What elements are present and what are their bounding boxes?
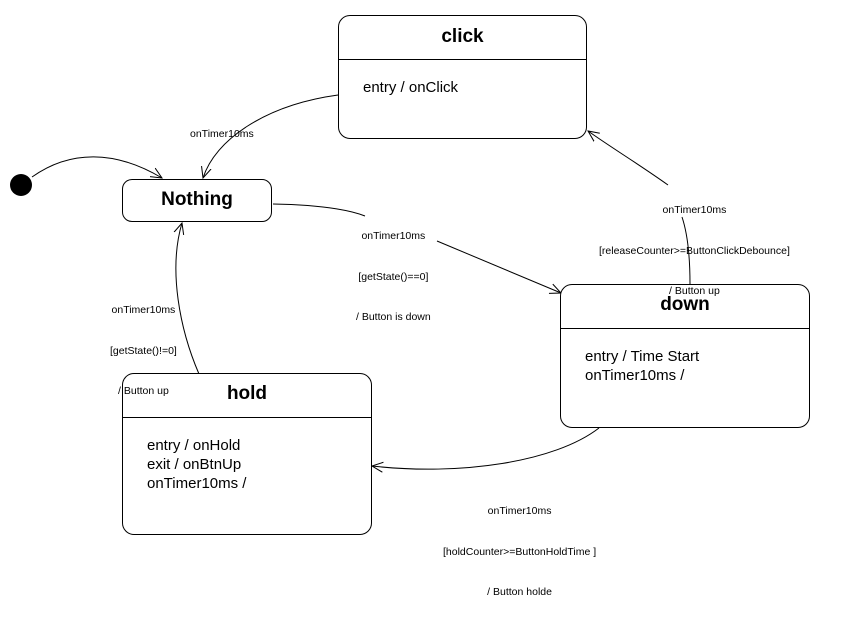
state-hold-action-1: entry / onHold [147, 437, 241, 454]
state-click-title: click [441, 26, 484, 47]
transition-nothing-to-down-a [272, 203, 366, 217]
label-down-to-click-action: / Button up [669, 285, 720, 297]
label-nothing-to-down-action: / Button is down [356, 311, 431, 323]
label-hold-to-nothing-guard: [getState()!=0] [110, 344, 177, 357]
state-click-body: entry / onClick [363, 78, 458, 97]
label-click-to-nothing-event: onTimer10ms [190, 128, 254, 140]
transition-down-to-hold [372, 427, 600, 469]
label-down-to-hold-action: / Button holde [487, 586, 552, 598]
transition-nothing-to-down-b [436, 240, 561, 293]
initial-node [10, 174, 32, 196]
state-down-action-2: onTimer10ms / [585, 367, 685, 384]
state-hold-divider [123, 417, 371, 418]
state-click-divider [339, 59, 586, 60]
state-hold: hold entry / onHold exit / onBtnUp onTim… [122, 373, 372, 535]
transition-click-to-nothing [203, 94, 339, 178]
state-down-body: entry / Time Start onTimer10ms / [585, 347, 699, 385]
transition-hold-to-nothing [176, 223, 200, 375]
label-down-to-hold: onTimer10ms [holdCounter>=ButtonHoldTime… [443, 478, 596, 627]
state-hold-body: entry / onHold exit / onBtnUp onTimer10m… [147, 436, 246, 493]
label-down-to-click: onTimer10ms [releaseCounter>=ButtonClick… [599, 177, 790, 326]
state-down-divider [561, 328, 809, 329]
label-down-to-hold-guard: [holdCounter>=ButtonHoldTime ] [443, 545, 597, 558]
label-nothing-to-down-guard: [getState()==0] [358, 270, 429, 283]
label-nothing-to-down-event: onTimer10ms [361, 230, 426, 242]
state-hold-action-2: exit / onBtnUp [147, 456, 242, 473]
label-nothing-to-down: onTimer10ms [getState()==0] / Button is … [356, 203, 431, 352]
state-down: down entry / Time Start onTimer10ms / [560, 284, 810, 428]
state-hold-title: hold [226, 383, 268, 404]
state-nothing-title: Nothing [161, 189, 233, 210]
state-hold-action-3: onTimer10ms / [147, 475, 247, 492]
label-down-to-hold-event: onTimer10ms [487, 505, 552, 517]
transition-down-to-click-b [588, 131, 669, 186]
label-down-to-click-event: onTimer10ms [662, 204, 727, 216]
state-click-action: entry / onClick [363, 79, 459, 96]
initial-transition [31, 156, 162, 178]
label-click-to-nothing: onTimer10ms [190, 101, 254, 169]
state-down-action-1: entry / Time Start [585, 348, 700, 365]
state-down-title: down [660, 294, 710, 315]
state-nothing: Nothing [122, 179, 272, 222]
label-hold-to-nothing-event: onTimer10ms [111, 304, 176, 316]
label-hold-to-nothing: onTimer10ms [getState()!=0] / Button up [110, 277, 177, 426]
label-down-to-click-guard: [releaseCounter>=ButtonClickDebounce] [599, 244, 790, 257]
transition-lines [10, 94, 691, 569]
state-click: click entry / onClick [338, 15, 587, 139]
label-hold-to-nothing-action: / Button up [118, 385, 169, 397]
transition-down-to-click-a [681, 216, 691, 285]
state-diagram: click entry / onClick Nothing down entry… [10, 15, 810, 598]
